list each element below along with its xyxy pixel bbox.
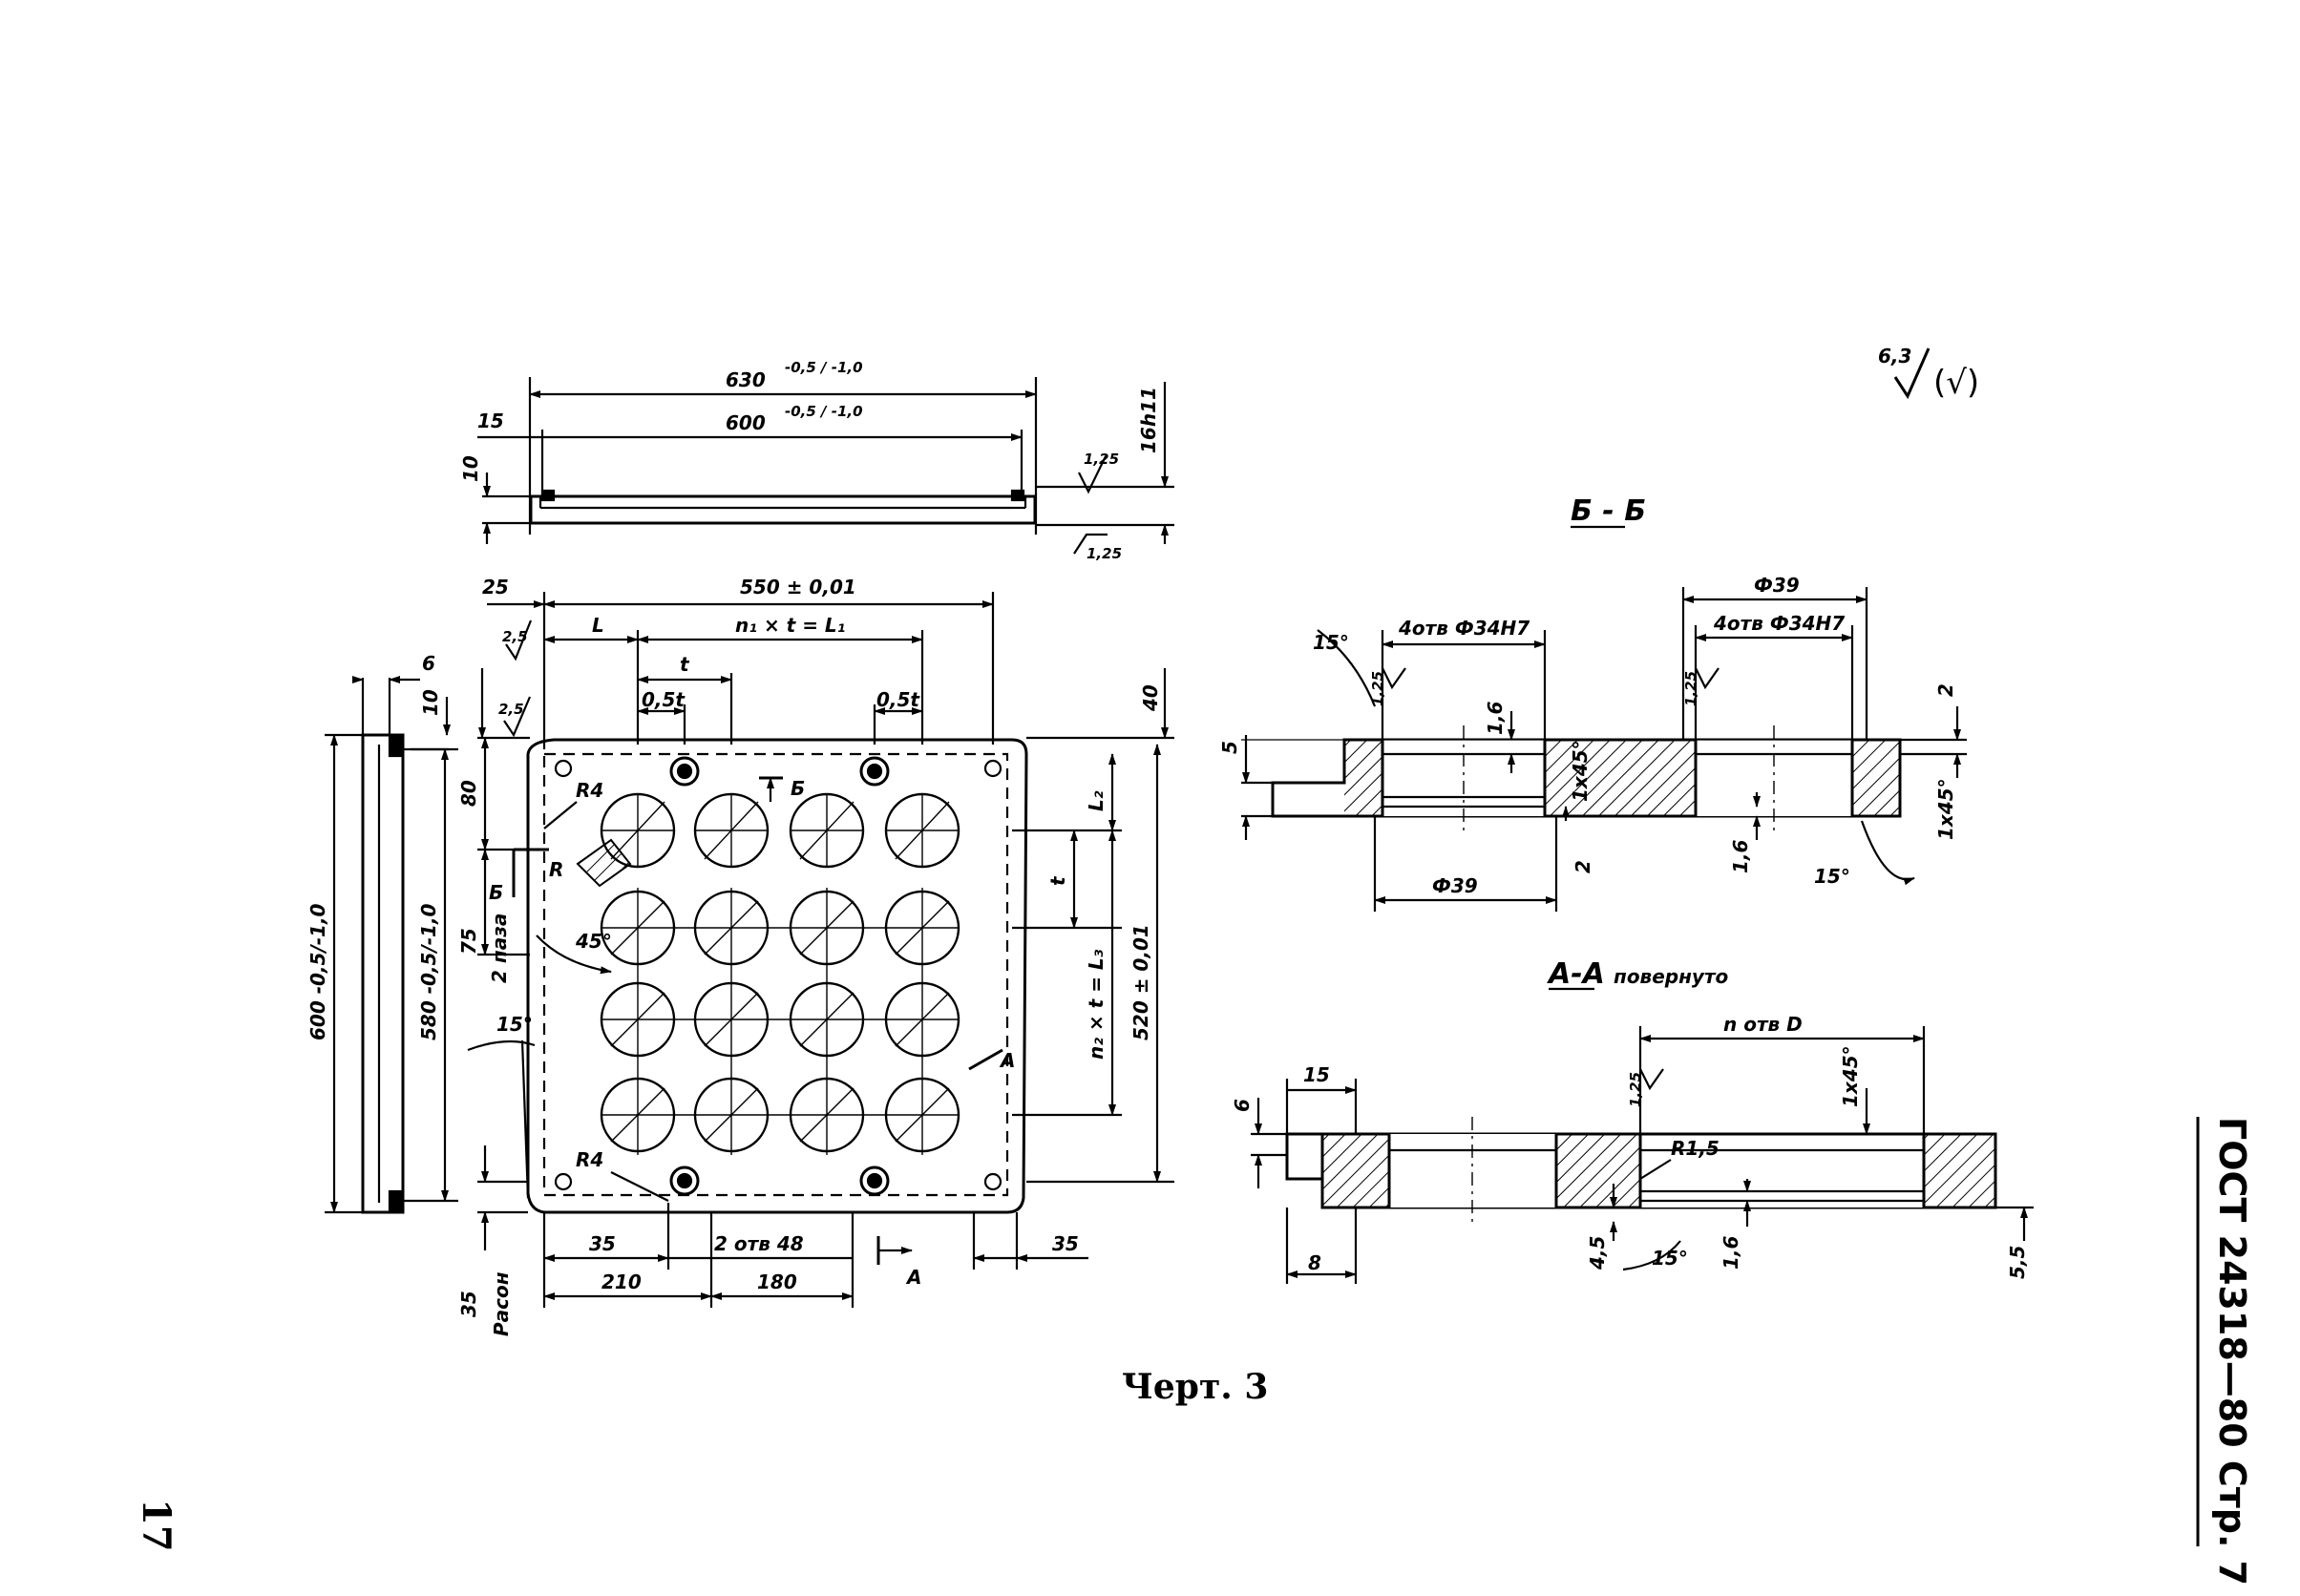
dim-10: 10 <box>459 455 482 482</box>
section-mark-A: A <box>999 1049 1015 1072</box>
dim-40: 40 <box>1139 684 1162 712</box>
chamfer-bb-b: 1х45° <box>1934 778 1957 840</box>
standard-header: ГОСТ 24318—80 Стр. 7 <box>2211 1117 2253 1586</box>
label-holes-48: 2 отв 48 <box>714 1232 804 1255</box>
plan-view: 550 ± 0,01 25 L n₁ × t = L₁ t 0,5t 0,5t … <box>457 576 1174 1336</box>
page-number: 17 <box>134 1499 179 1552</box>
dim-75: 75 <box>457 928 480 955</box>
dim-35-left: 35 <box>589 1232 616 1255</box>
section-bb-title: Б - Б <box>1571 494 1646 528</box>
radius-R4-top: R4 <box>576 779 603 802</box>
dim-580-side: 580 -0,5/-1,0 <box>417 903 440 1040</box>
dim-520: 520 ± 0,01 <box>1129 924 1152 1040</box>
dim-16-aa: 1,6 <box>1720 1235 1742 1270</box>
dim-n1: n₁ × t = L₁ <box>735 614 845 637</box>
rough-25-b: 2,5 <box>498 701 524 718</box>
rough-bb-b: 1,25 <box>1682 671 1699 706</box>
dim-L2: L₂ <box>1085 790 1108 811</box>
dim-600-side: 600 -0,5/-1,0 <box>306 903 329 1040</box>
label-holes-left: 4отв Ф34Н7 <box>1398 617 1530 640</box>
dim-35-bottom: 35 <box>457 1291 480 1317</box>
angle-45: 45° <box>575 930 612 953</box>
section-aa-note: повернуто <box>1614 965 1729 988</box>
dim-600-tol: -0,5 / -1,0 <box>785 403 863 420</box>
dim-45-aa: 4,5 <box>1586 1236 1609 1270</box>
chamfer-aa: 1х45° <box>1839 1045 1862 1107</box>
label-holes-right: 4отв Ф34Н7 <box>1713 612 1845 635</box>
dim-630: 630 <box>726 368 766 391</box>
chamfer-bb-a: 1х45° <box>1569 740 1592 802</box>
dim-630-tol: -0,5 / -1,0 <box>785 359 863 376</box>
dim-2-bb-a: 2 <box>1572 860 1594 873</box>
section-mark-B: Б <box>489 881 503 904</box>
dim-10-side: 10 <box>419 689 442 716</box>
radius-R15: R1,5 <box>1671 1137 1720 1160</box>
section-aa-title: А-А <box>1547 957 1605 991</box>
section-arrow-B: Б <box>791 777 805 800</box>
dim-5-bb: 5 <box>1218 741 1241 754</box>
top-view: 630 -0,5 / -1,0 600 -0,5 / -1,0 15 10 16… <box>459 359 1174 562</box>
section-aa: А-А повернуто 15 n отв D 6 <box>1231 957 2034 1284</box>
dim-80: 80 <box>457 780 480 807</box>
bolt-holes <box>669 756 890 1196</box>
section-bb: Б - Б 4отв Ф34Н7 Ф39 4отв Ф34Н7 15 <box>1218 494 1967 912</box>
roughness-symbol: 6,3 (√) <box>1878 345 1979 402</box>
dim-L: L <box>592 614 604 637</box>
label-2-slots: 2 паза <box>488 914 511 983</box>
rough-aa: 1,25 <box>1627 1072 1644 1107</box>
dim-16-bb-b: 1,6 <box>1729 839 1752 873</box>
dim-15-aa: 15 <box>1303 1063 1330 1086</box>
roughness-main: 6,3 <box>1878 345 1911 368</box>
dim-d39-top: Ф39 <box>1754 574 1800 597</box>
dim-25: 25 <box>482 576 509 598</box>
label-n-holes-D: n отв D <box>1723 1013 1803 1036</box>
angle-15-aa: 15° <box>1652 1247 1688 1270</box>
dim-16-bb: 1,6 <box>1484 701 1507 735</box>
dim-210: 210 <box>601 1270 642 1293</box>
dim-2-bb-b: 2 <box>1934 683 1957 697</box>
dim-16h11: 16h11 <box>1137 387 1160 453</box>
rough-125-b: 1,25 <box>1087 545 1122 562</box>
dim-15: 15 <box>477 410 504 432</box>
dim-6-aa: 6 <box>1231 1099 1254 1112</box>
angle-15a: 15° <box>1313 631 1349 654</box>
angle-15b: 15° <box>1814 865 1850 888</box>
dim-6-side: 6 <box>422 652 435 675</box>
angle-15: 15° <box>496 1013 533 1036</box>
dim-35-right: 35 <box>1052 1232 1079 1255</box>
label-R: R <box>549 858 563 881</box>
dim-t: t <box>680 653 690 676</box>
dim-half-t-1: 0,5t <box>642 688 686 711</box>
rough-125-a: 1,25 <box>1084 451 1119 468</box>
dim-8-aa: 8 <box>1308 1251 1321 1274</box>
rough-bb-a: 1,25 <box>1369 671 1386 706</box>
radius-R4-bot: R4 <box>576 1148 603 1171</box>
dim-d39-bot: Ф39 <box>1432 874 1478 897</box>
dim-600: 600 <box>726 411 766 434</box>
dim-550: 550 ± 0,01 <box>740 576 856 598</box>
dim-55-aa: 5,5 <box>2006 1246 2029 1279</box>
roughness-bracket: (√) <box>1933 364 1979 402</box>
label-rascon: Расон <box>490 1271 513 1336</box>
dim-180: 180 <box>757 1270 797 1293</box>
dim-n2: n₂ × t = L₃ <box>1085 949 1108 1060</box>
dim-half-t-2: 0,5t <box>876 688 920 711</box>
rough-25-a: 2,5 <box>502 628 528 645</box>
dim-t-right: t <box>1046 875 1069 886</box>
figure-caption: Черт. 3 <box>1122 1367 1268 1407</box>
side-view: 600 -0,5/-1,0 580 -0,5/-1,0 6 10 <box>306 652 458 1214</box>
section-A-arrow: A <box>905 1266 921 1289</box>
